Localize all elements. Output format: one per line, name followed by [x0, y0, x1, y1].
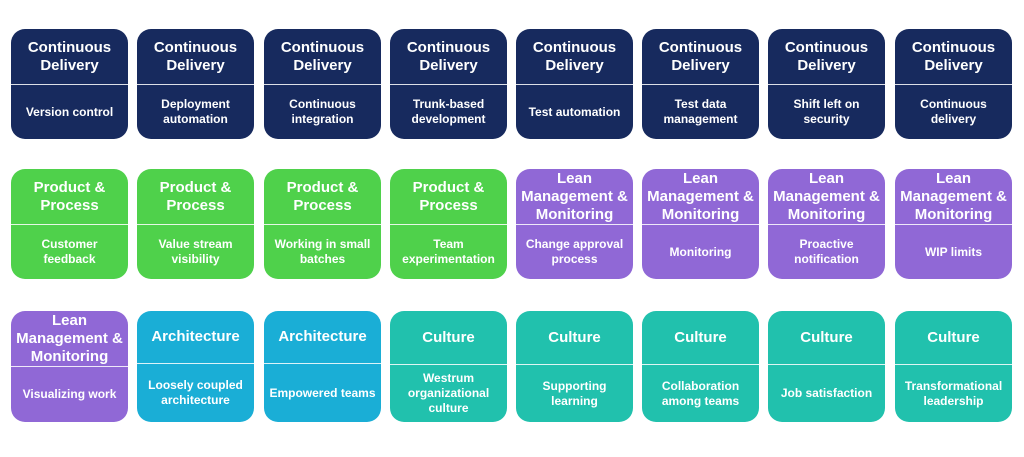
tile-test-data-management: Continuous Delivery Test data management — [642, 29, 759, 139]
tile-capability: Empowered teams — [269, 385, 376, 400]
tile-divider — [516, 224, 633, 225]
tile-capability: Shift left on security — [793, 97, 860, 126]
tile-divider — [516, 364, 633, 365]
tile-category: Lean Management & Monitoring — [521, 169, 628, 223]
tile-category: Continuous Delivery — [406, 38, 491, 74]
tile-divider — [516, 84, 633, 85]
tile-wip-limits: Lean Management & Monitoring WIP limits — [895, 169, 1012, 279]
tile-working-in-small-batches: Product & Process Working in small batch… — [264, 169, 381, 279]
tile-category: Continuous Delivery — [280, 38, 365, 74]
tile-capability: Value stream visibility — [158, 237, 233, 266]
tile-divider — [264, 363, 381, 364]
tile-category: Continuous Delivery — [532, 38, 617, 74]
tile-customer-feedback: Product & Process Customer feedback — [11, 169, 128, 279]
tile-team-experimentation: Product & Process Team experimentation — [390, 169, 507, 279]
tile-capability: Team experimentation — [402, 237, 495, 266]
tile-divider — [642, 84, 759, 85]
tile-divider — [11, 366, 128, 367]
tile-capability: Loosely coupled architecture — [148, 378, 243, 407]
tile-divider — [895, 84, 1012, 85]
tile-continuous-integration: Continuous Delivery Continuous integrati… — [264, 29, 381, 139]
tile-supporting-learning: Culture Supporting learning — [516, 311, 633, 422]
tile-job-satisfaction: Culture Job satisfaction — [768, 311, 885, 422]
tile-capability: Test data management — [663, 97, 738, 126]
tile-category: Product & Process — [412, 178, 485, 214]
tile-collaboration-among-teams: Culture Collaboration among teams — [642, 311, 759, 422]
tile-capability: Supporting learning — [542, 378, 607, 408]
tile-capability: Continuous delivery — [920, 97, 987, 126]
tile-divider — [264, 84, 381, 85]
tile-continuous-delivery: Continuous Delivery Continuous delivery — [895, 29, 1012, 139]
tile-category: Architecture — [278, 328, 367, 345]
tile-category: Continuous Delivery — [27, 38, 112, 74]
tile-capability: Transformational leadership — [904, 378, 1003, 408]
tile-divider — [137, 84, 254, 85]
tile-divider — [768, 364, 885, 365]
tile-capability: WIP limits — [924, 244, 983, 259]
tile-category: Product & Process — [286, 178, 359, 214]
tile-capability: Customer feedback — [41, 237, 98, 266]
tile-divider — [768, 224, 885, 225]
tile-capability: Deployment automation — [161, 97, 230, 126]
tile-capability: Version control — [25, 104, 114, 119]
tile-capability: Proactive notification — [794, 237, 859, 266]
tile-capability: Monitoring — [669, 244, 732, 259]
tile-visualizing-work: Lean Management & Monitoring Visualizing… — [11, 311, 128, 422]
tile-transformational-leadership: Culture Transformational leadership — [895, 311, 1012, 422]
tile-trunk-based-development: Continuous Delivery Trunk-based developm… — [390, 29, 507, 139]
tile-divider — [11, 224, 128, 225]
tile-capability: Continuous integration — [289, 97, 356, 126]
tile-capability: Collaboration among teams — [661, 378, 740, 408]
tile-divider — [137, 224, 254, 225]
tile-capability: Visualizing work — [22, 387, 117, 401]
tile-category: Continuous Delivery — [658, 38, 743, 74]
tile-category: Continuous Delivery — [153, 38, 238, 74]
tile-capability: Test automation — [528, 104, 621, 119]
tile-change-approval-process: Lean Management & Monitoring Change appr… — [516, 169, 633, 279]
tile-divider — [390, 84, 507, 85]
tile-capability: Trunk-based development — [411, 97, 486, 126]
tile-divider — [390, 364, 507, 365]
tile-loosely-coupled-architecture: Architecture Loosely coupled architectur… — [137, 311, 254, 422]
tile-test-automation: Continuous Delivery Test automation — [516, 29, 633, 139]
tile-divider — [768, 84, 885, 85]
tile-version-control: Continuous Delivery Version control — [11, 29, 128, 139]
tile-divider — [642, 224, 759, 225]
tile-value-stream-visibility: Product & Process Value stream visibilit… — [137, 169, 254, 279]
tile-monitoring: Lean Management & Monitoring Monitoring — [642, 169, 759, 279]
tile-capability: Job satisfaction — [780, 386, 873, 400]
tile-category: Culture — [422, 328, 475, 346]
tile-category: Culture — [674, 328, 727, 346]
tile-category: Continuous Delivery — [784, 38, 869, 74]
tile-divider — [137, 363, 254, 364]
tile-category: Continuous Delivery — [911, 38, 996, 74]
tile-category: Lean Management & Monitoring — [16, 311, 123, 365]
tile-capability: Westrum organizational culture — [407, 371, 490, 415]
tile-deployment-automation: Continuous Delivery Deployment automatio… — [137, 29, 254, 139]
tile-capability: Working in small batches — [274, 237, 371, 266]
tile-category: Product & Process — [33, 178, 106, 214]
tile-westrum-organizational-culture: Culture Westrum organizational culture — [390, 311, 507, 422]
tile-divider — [11, 84, 128, 85]
tile-category: Lean Management & Monitoring — [773, 169, 880, 223]
tile-category: Architecture — [151, 328, 240, 345]
tile-divider — [264, 224, 381, 225]
tile-divider — [390, 224, 507, 225]
tile-divider — [895, 224, 1012, 225]
tile-category: Culture — [800, 328, 853, 346]
tile-proactive-notification: Lean Management & Monitoring Proactive n… — [768, 169, 885, 279]
tile-capability: Change approval process — [525, 237, 624, 266]
tile-category: Lean Management & Monitoring — [647, 169, 754, 223]
tile-empowered-teams: Architecture Empowered teams — [264, 311, 381, 422]
tile-shift-left-on-security: Continuous Delivery Shift left on securi… — [768, 29, 885, 139]
tile-divider — [642, 364, 759, 365]
tile-category: Culture — [927, 328, 980, 346]
tile-divider — [895, 364, 1012, 365]
tile-category: Lean Management & Monitoring — [900, 169, 1007, 223]
tile-category: Product & Process — [159, 178, 232, 214]
tile-category: Culture — [548, 328, 601, 346]
